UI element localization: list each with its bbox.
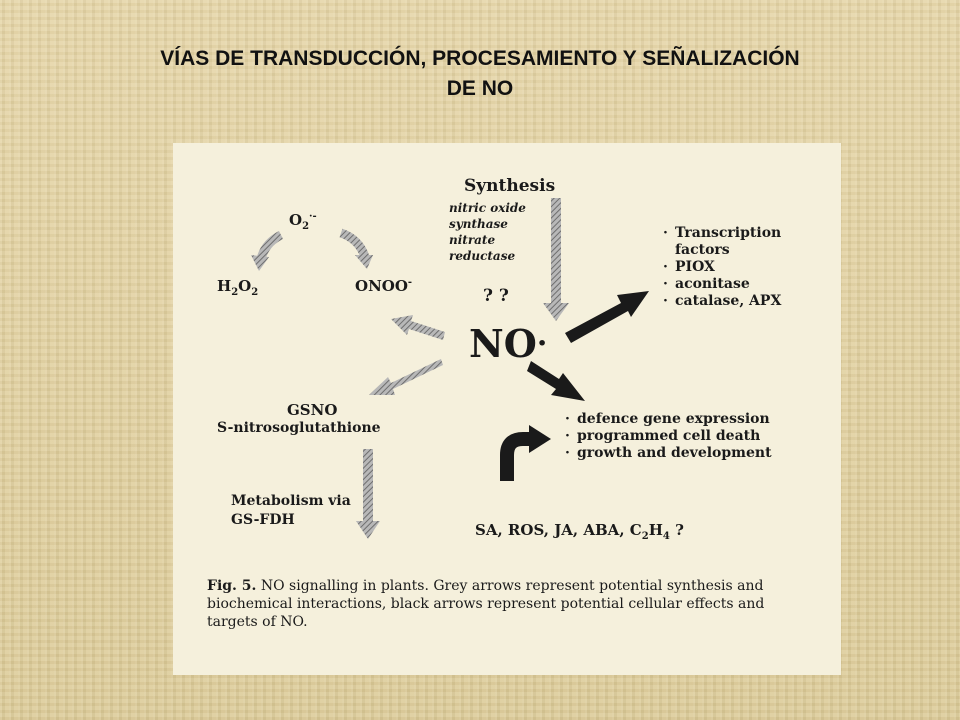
peroxynitrite-label: ONOO- bbox=[355, 277, 412, 295]
h2o2-o: O bbox=[238, 277, 252, 295]
target-text: Transcription bbox=[675, 225, 782, 241]
caption-text: NO signalling in plants. Grey arrows rep… bbox=[207, 578, 765, 630]
synthesis-down-arrow bbox=[543, 198, 569, 321]
caption-fig-label: Fig. 5. bbox=[207, 578, 257, 594]
effect-text: growth and development bbox=[577, 445, 772, 461]
slide-title-line2: DE NO bbox=[446, 77, 514, 100]
superoxide-sup: ·- bbox=[309, 211, 317, 222]
enzyme-label-1: nitric oxide bbox=[449, 201, 526, 215]
o2-to-h2o2-arrow bbox=[251, 230, 284, 271]
h2o2-label: H2O2 bbox=[217, 277, 258, 298]
h2o2-sub2: 2 bbox=[251, 287, 259, 298]
signals-tail: ? bbox=[669, 521, 684, 539]
no-to-gsno-arrow bbox=[369, 359, 443, 395]
signals-to-effects-arrow bbox=[500, 425, 551, 481]
o2-to-onoo-arrow bbox=[339, 228, 373, 269]
signals-sub1: 2 bbox=[641, 531, 649, 542]
bullet: · bbox=[565, 428, 570, 444]
no-center-label: NO· bbox=[469, 323, 547, 365]
target-text: catalase, APX bbox=[675, 293, 782, 309]
gs-fdh-label: GS-FDH bbox=[231, 512, 295, 528]
target-item: · PIOX bbox=[663, 259, 781, 276]
no-to-onoo-arrow bbox=[391, 315, 445, 340]
no-text: NO bbox=[469, 321, 537, 366]
target-item: · catalase, APX bbox=[663, 293, 781, 310]
slide-title: VÍAS DE TRANSDUCCIÓN, PROCESAMIENTO Y SE… bbox=[40, 44, 920, 104]
arrows-layer bbox=[251, 198, 649, 539]
enzyme-label-2: synthase bbox=[449, 217, 508, 231]
no-radical-dot: · bbox=[536, 326, 548, 361]
figure-caption: Fig. 5. NO signalling in plants. Grey ar… bbox=[207, 577, 817, 631]
target-item: factors bbox=[663, 242, 781, 259]
figure-panel: Synthesis nitric oxide synthase nitrate … bbox=[173, 143, 841, 675]
target-item: · Transcription bbox=[663, 225, 781, 242]
no-to-targets-arrow bbox=[565, 291, 649, 343]
gsno-full-label: S-nitrosoglutathione bbox=[217, 420, 381, 436]
h2o2-sub1: 2 bbox=[231, 287, 239, 298]
enzyme-label-3: nitrate bbox=[449, 233, 496, 247]
bullet: · bbox=[663, 276, 668, 292]
metabolism-label: Metabolism via bbox=[231, 493, 351, 509]
signals-h: H bbox=[648, 521, 663, 539]
bullet: · bbox=[663, 225, 668, 241]
enzyme-label-4: reductase bbox=[449, 249, 516, 263]
gsno-to-metabolism-arrow bbox=[356, 449, 380, 539]
target-text: PIOX bbox=[675, 259, 715, 275]
synthesis-label: Synthesis bbox=[464, 176, 556, 196]
effect-text: defence gene expression bbox=[577, 411, 770, 427]
signals-sub2: 4 bbox=[662, 531, 670, 542]
peroxynitrite-base: ONOO bbox=[355, 277, 408, 295]
bullet: · bbox=[663, 259, 668, 275]
slide-title-line1: VÍAS DE TRANSDUCCIÓN, PROCESAMIENTO Y SE… bbox=[160, 47, 800, 70]
superoxide-label: O2·- bbox=[289, 211, 317, 232]
bullet: · bbox=[565, 411, 570, 427]
h2o2-h: H bbox=[217, 277, 232, 295]
no-to-effects-arrow bbox=[527, 361, 585, 401]
signals-text: SA, ROS, JA, ABA, C bbox=[475, 521, 642, 539]
effect-item: · growth and development bbox=[565, 445, 772, 462]
gsno-label: GSNO bbox=[287, 401, 338, 419]
target-text: aconitase bbox=[675, 276, 750, 292]
bullet: · bbox=[663, 293, 668, 309]
effect-text: programmed cell death bbox=[577, 428, 761, 444]
target-item: · aconitase bbox=[663, 276, 781, 293]
signals-label: SA, ROS, JA, ABA, C2H4 ? bbox=[475, 521, 684, 542]
superoxide-sub: 2 bbox=[302, 221, 310, 232]
effect-item: · programmed cell death bbox=[565, 428, 772, 445]
superoxide-base: O bbox=[289, 211, 303, 229]
peroxynitrite-sup: - bbox=[407, 277, 413, 288]
effect-item: · defence gene expression bbox=[565, 411, 772, 428]
targets-list: ·Transcription factors ·PIOX ·aconitase … bbox=[663, 225, 781, 310]
bullet: · bbox=[565, 445, 570, 461]
effects-list: · defence gene expression · programmed cel… bbox=[565, 411, 772, 462]
target-text: factors bbox=[675, 242, 730, 258]
unknown-sources-label: ? ? bbox=[483, 286, 509, 306]
